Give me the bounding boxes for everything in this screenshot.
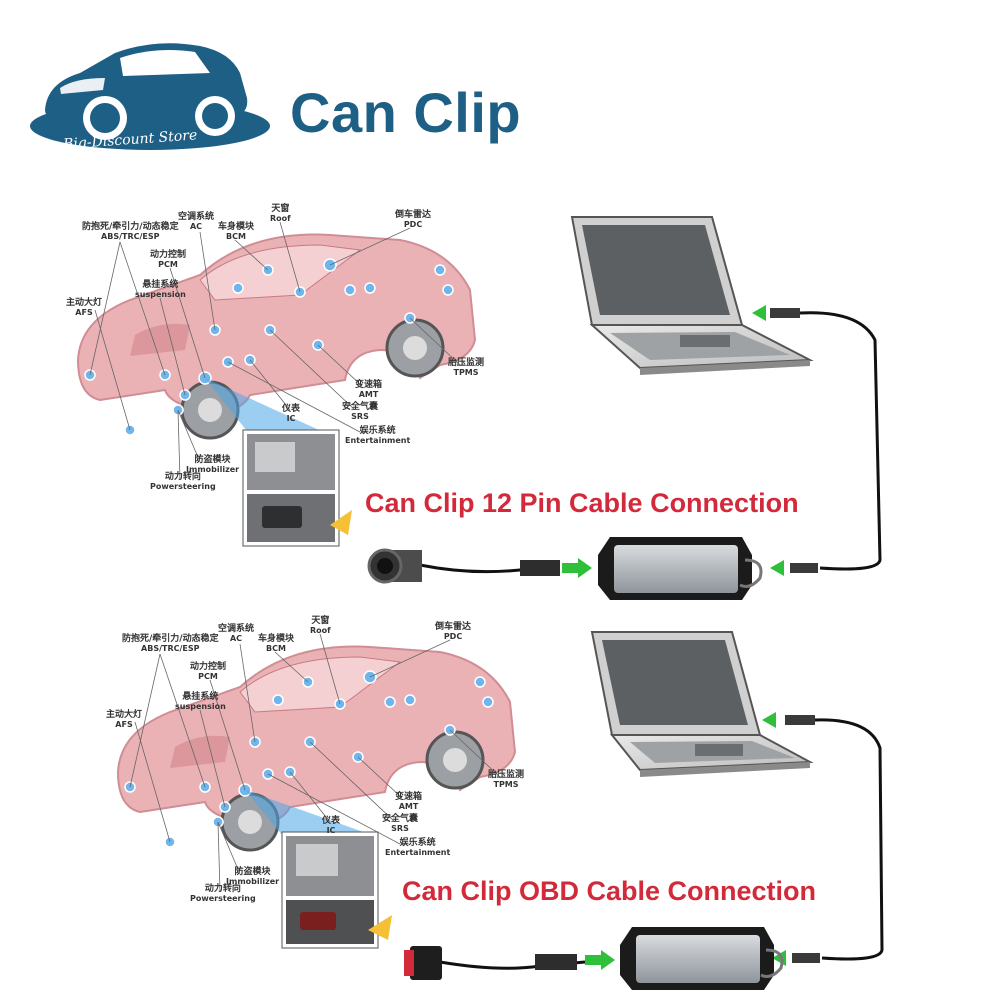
car-diagram-1	[76, 221, 477, 547]
usb-cable-1	[799, 311, 882, 571]
arrow-icon	[585, 950, 615, 970]
usb-plug-icon	[792, 953, 820, 963]
arrow-icon	[770, 560, 784, 576]
page-title: Can Clip	[290, 81, 522, 144]
car-diagram-2	[116, 633, 517, 949]
can-clip-device-2	[620, 927, 784, 990]
arrow-icon	[762, 712, 776, 728]
store-logo: Big-Discount Store	[25, 28, 275, 158]
12-pin-cable	[367, 548, 561, 584]
usb-plug-icon	[785, 715, 815, 725]
obd-cable	[404, 946, 586, 980]
caption-obd-connection: Can Clip OBD Cable Connection	[402, 876, 817, 906]
laptop-1-icon	[570, 216, 814, 375]
usb-plug-icon	[790, 563, 818, 573]
car-logo-icon	[30, 43, 270, 150]
usb-plug-icon	[770, 308, 800, 318]
laptop-2-icon	[590, 631, 814, 777]
caption-12-pin-connection: Can Clip 12 Pin Cable Connection	[365, 488, 799, 518]
arrow-icon	[752, 305, 766, 321]
arrow-icon	[562, 558, 592, 578]
usb-cable-2	[814, 718, 884, 961]
can-clip-device-1	[598, 537, 763, 600]
